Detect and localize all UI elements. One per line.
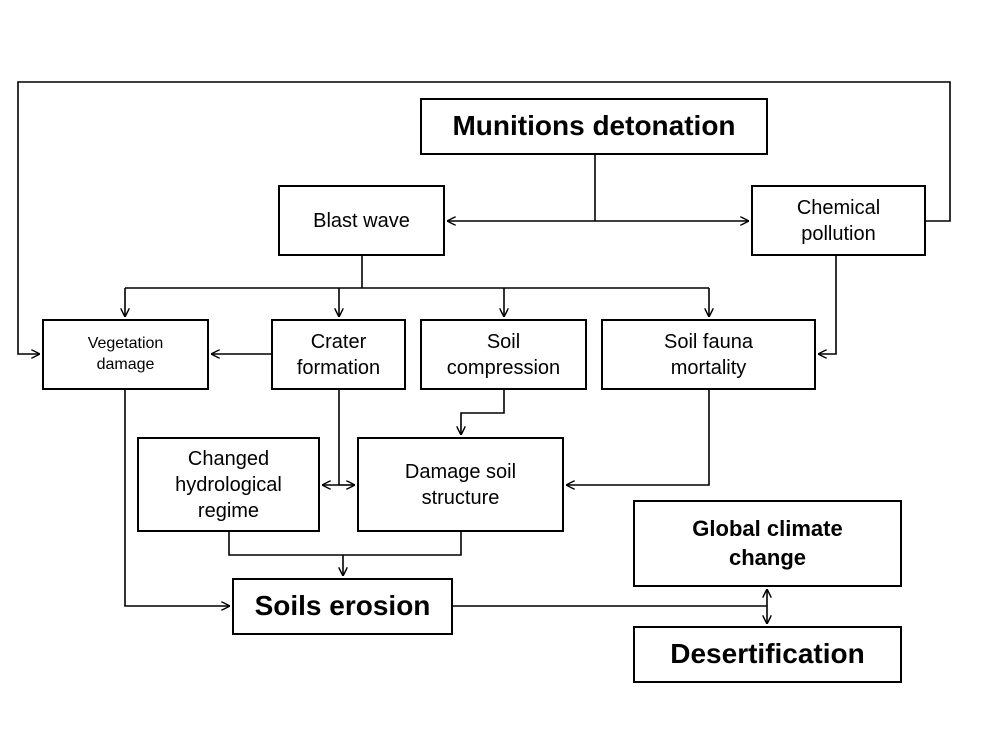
node-label: Soil fauna mortality <box>664 330 753 379</box>
connector-fauna-to-structure <box>566 390 710 485</box>
node-label: Damage soil structure <box>404 460 517 509</box>
node-global-climate-change: Global climate change <box>633 500 902 587</box>
node-label: Global climate change <box>692 515 843 570</box>
node-soil-fauna-mortality: Soil fauna mortality <box>601 319 816 390</box>
node-label: Changed hydrological regime <box>175 447 282 522</box>
connector-chemical-to-fauna <box>818 256 837 354</box>
connector-vegetation-to-erosion <box>124 390 230 606</box>
connector-chemical-to-vegetation <box>17 81 951 354</box>
node-chemical-pollution: Chemical pollution <box>751 185 926 256</box>
node-label: Desertification <box>670 638 865 670</box>
node-vegetation-damage: Vegetation damage <box>42 319 209 390</box>
node-munitions-detonation: Munitions detonation <box>420 98 768 155</box>
node-desertification: Desertification <box>633 626 902 683</box>
node-crater-formation: Crater formation <box>271 319 406 390</box>
connector-hydro-structure-merge <box>228 532 462 556</box>
node-label: Soils erosion <box>254 590 431 622</box>
node-label: Vegetation damage <box>87 334 164 373</box>
node-label: Crater formation <box>296 330 381 379</box>
node-label: Soil compression <box>446 330 561 379</box>
node-soils-erosion: Soils erosion <box>232 578 453 635</box>
node-label: Blast wave <box>313 209 410 232</box>
node-soil-compression: Soil compression <box>420 319 587 390</box>
node-changed-hydrological-regime: Changed hydrological regime <box>137 437 320 532</box>
node-label: Munitions detonation <box>452 110 736 142</box>
node-blast-wave: Blast wave <box>278 185 445 256</box>
connector-compression-to-structure <box>461 390 505 435</box>
node-label: Chemical pollution <box>796 196 881 245</box>
node-damage-soil-structure: Damage soil structure <box>357 437 564 532</box>
